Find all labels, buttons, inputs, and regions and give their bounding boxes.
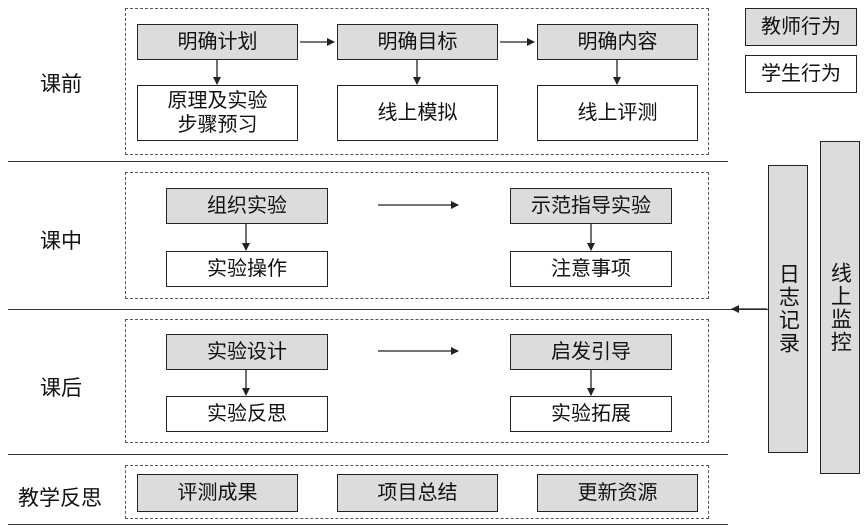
group-reflect: [125, 465, 709, 519]
side-monitor: 线上监控: [820, 141, 860, 474]
divider-1: [8, 161, 728, 162]
divider-4: [8, 524, 728, 525]
in-teacher-organize: 组织实验: [166, 188, 328, 224]
reflect-evaluate: 评测成果: [137, 474, 298, 512]
group-in: [125, 172, 709, 299]
post-student-reflect: 实验反思: [166, 396, 328, 432]
stage-label-in: 课中: [40, 229, 82, 253]
post-teacher-guide: 启发引导: [510, 334, 672, 370]
pre-teacher-content: 明确内容: [537, 24, 698, 60]
stage-label-reflect: 教学反思: [18, 486, 102, 510]
pre-student-test: 线上评测: [537, 85, 698, 141]
in-student-notes: 注意事项: [510, 251, 672, 287]
pre-student-simulation: 线上模拟: [337, 85, 498, 141]
pre-teacher-plan: 明确计划: [137, 24, 298, 60]
in-student-operate: 实验操作: [166, 251, 328, 287]
group-pre: [125, 8, 709, 155]
legend-teacher: 教师行为: [745, 8, 857, 46]
stage-label-post: 课后: [40, 376, 82, 400]
reflect-update: 更新资源: [537, 474, 698, 512]
group-post: [125, 319, 709, 443]
pre-student-preview: 原理及实验 步骤预习: [137, 85, 298, 141]
reflect-summary: 项目总结: [337, 474, 498, 512]
divider-3: [8, 454, 728, 455]
in-teacher-demo: 示范指导实验: [510, 188, 672, 224]
post-student-extend: 实验拓展: [510, 396, 672, 432]
stage-label-pre: 课前: [40, 72, 82, 96]
legend-student: 学生行为: [745, 55, 857, 93]
post-teacher-design: 实验设计: [166, 334, 328, 370]
divider-2: [8, 309, 768, 310]
side-log: 日志记录: [768, 165, 808, 453]
pre-teacher-goal: 明确目标: [337, 24, 498, 60]
